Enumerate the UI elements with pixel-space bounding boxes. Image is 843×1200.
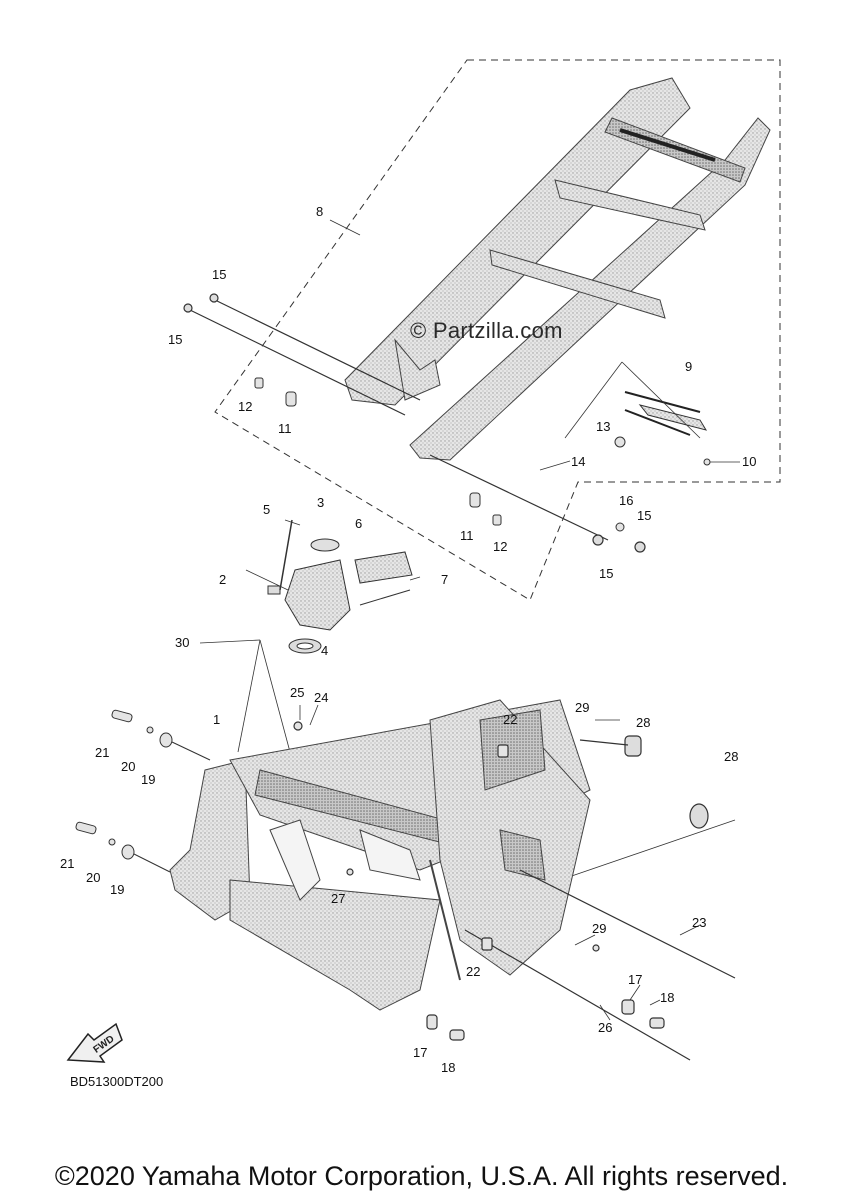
callout-28: 28 xyxy=(724,749,739,764)
callout-18: 18 xyxy=(441,1060,456,1075)
callout-19: 19 xyxy=(110,882,125,897)
callout-13: 13 xyxy=(596,419,611,434)
callout-16: 16 xyxy=(619,493,634,508)
callout-8: 8 xyxy=(316,204,324,219)
callout-23: 23 xyxy=(692,915,707,930)
callout-15: 15 xyxy=(637,508,652,523)
watermark: © Partzilla.com xyxy=(410,318,563,343)
callout-10: 10 xyxy=(742,454,757,469)
callout-18: 18 xyxy=(660,990,675,1005)
subframe-collars xyxy=(254,377,711,532)
callout-14: 14 xyxy=(571,454,586,469)
callout-17: 17 xyxy=(628,972,643,987)
callout-15: 15 xyxy=(212,267,227,282)
subframe-bolts xyxy=(183,293,646,553)
callout-11: 11 xyxy=(278,421,292,436)
callout-5: 5 xyxy=(263,502,271,517)
callout-7: 7 xyxy=(441,572,449,587)
callout-3: 3 xyxy=(317,495,325,510)
engine-mount-bolts-left xyxy=(75,709,211,873)
callout-28: 28 xyxy=(636,715,651,730)
callout-20: 20 xyxy=(121,759,136,774)
callout-29: 29 xyxy=(575,700,590,715)
drawing-code: BD51300DT200 xyxy=(70,1074,164,1089)
callout-4: 4 xyxy=(321,643,329,658)
callout-1: 1 xyxy=(213,712,221,727)
through-bolts-right xyxy=(293,721,736,1061)
callout-24: 24 xyxy=(314,690,329,705)
callout-20: 20 xyxy=(86,870,101,885)
callout-22: 22 xyxy=(503,712,518,727)
callout-21: 21 xyxy=(95,745,110,760)
callout-29: 29 xyxy=(592,921,607,936)
copyright-notice: ©2020 Yamaha Motor Corporation, U.S.A. A… xyxy=(54,1161,789,1191)
callout-9: 9 xyxy=(685,359,693,374)
callout-15: 15 xyxy=(599,566,614,581)
steering-head-parts xyxy=(267,519,413,654)
fwd-arrow-icon: FWD xyxy=(66,1022,123,1063)
callout-17: 17 xyxy=(413,1045,428,1060)
callout-12: 12 xyxy=(238,399,253,414)
callout-11: 11 xyxy=(460,528,474,543)
callout-19: 19 xyxy=(141,772,156,787)
callout-15: 15 xyxy=(168,332,183,347)
callout-6: 6 xyxy=(355,516,363,531)
callout-12: 12 xyxy=(493,539,508,554)
rear-subframe xyxy=(344,77,771,461)
callout-22: 22 xyxy=(466,964,481,979)
callout-26: 26 xyxy=(598,1020,613,1035)
callout-2: 2 xyxy=(219,572,227,587)
callout-27: 27 xyxy=(331,891,346,906)
main-frame xyxy=(169,699,591,1011)
subframe-dashed-outline xyxy=(214,59,781,601)
callout-25: 25 xyxy=(290,685,305,700)
callout-30: 30 xyxy=(175,635,190,650)
callout-21: 21 xyxy=(60,856,75,871)
part-9-bracket xyxy=(624,391,708,436)
